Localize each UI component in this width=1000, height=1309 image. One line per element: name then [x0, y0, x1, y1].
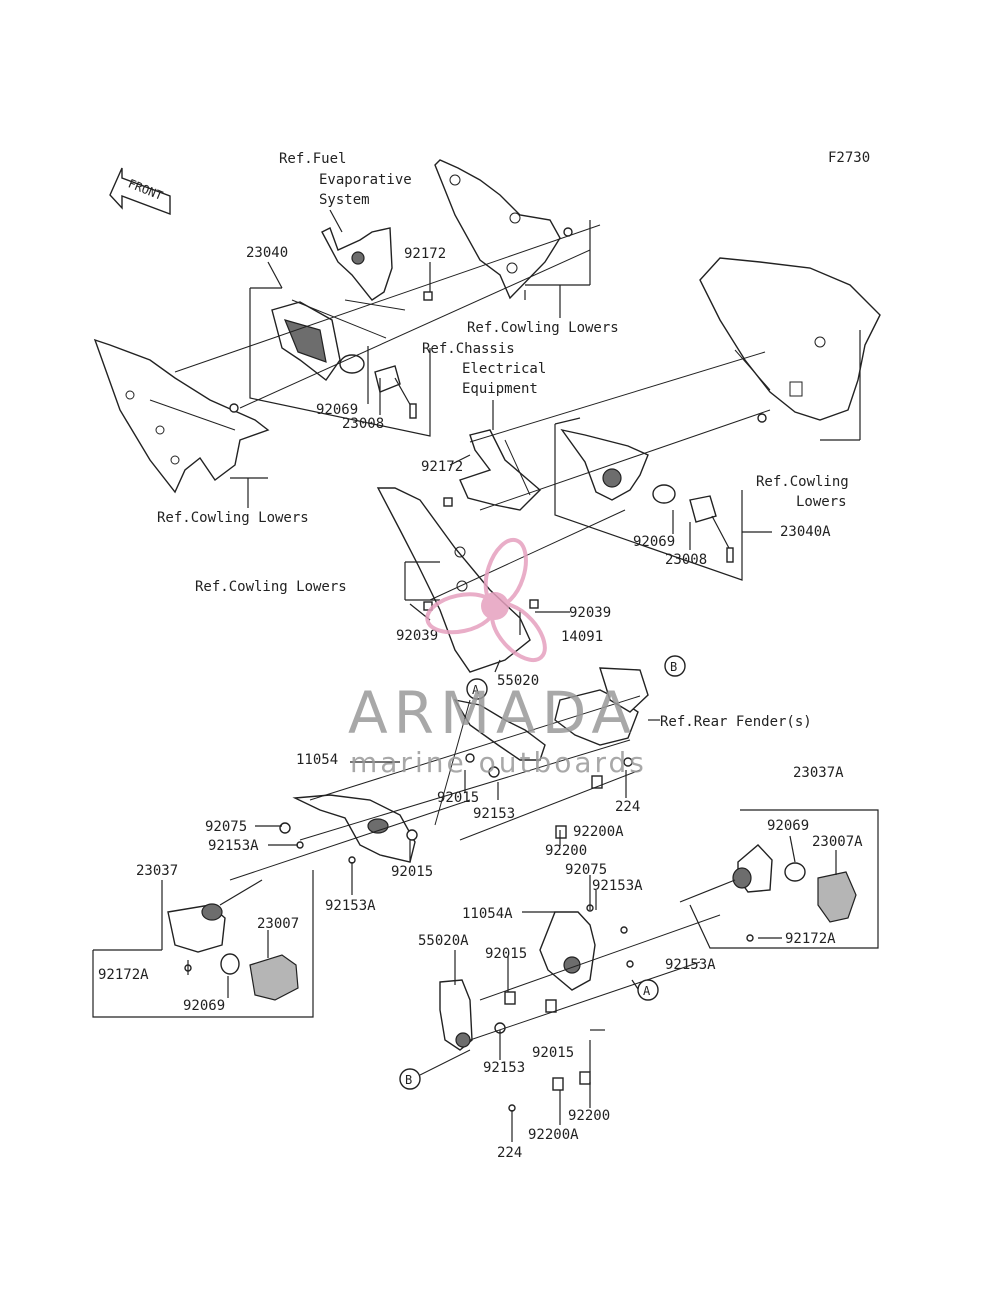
right-cowling-panel — [699, 257, 881, 421]
ref-chassis-label-1: Ref.Chassis — [422, 341, 515, 357]
part-92153-a: 92153 — [473, 806, 515, 822]
callout-A-bottom: A — [637, 979, 659, 1001]
part-92069-a: 92069 — [316, 402, 358, 418]
ref-chassis-label-2: Electrical — [462, 361, 546, 377]
upper-cowling-panel — [434, 159, 561, 300]
turn-signal-23037A — [679, 844, 857, 923]
part-92015-b: 92015 — [391, 864, 433, 880]
fuel-bracket — [321, 227, 393, 301]
ref-chassis-label-3: Equipment — [462, 381, 538, 397]
ref-cowling-right-label-1: Ref.Cowling — [756, 474, 849, 490]
watermark-tagline: marine outboards — [350, 746, 647, 779]
part-92015-a: 92015 — [437, 790, 479, 806]
watermark-brand: ARMADA — [348, 679, 637, 747]
part-92069-c: 92069 — [767, 818, 809, 834]
part-92075-b: 92075 — [565, 862, 607, 878]
left-cowling-panel — [93, 338, 270, 494]
part-92172A-left: 92172A — [98, 967, 149, 983]
part-92153A-c: 92153A — [592, 878, 643, 894]
figure-code: F2730 — [828, 150, 870, 166]
part-92075-a: 92075 — [205, 819, 247, 835]
part-92153A-a: 92153A — [208, 838, 259, 854]
part-92172A-right: 92172A — [785, 931, 836, 947]
ref-cowling-mid-label: Ref.Cowling Lowers — [195, 579, 347, 595]
part-224-a: 224 — [615, 799, 640, 815]
part-92200-a: 92200 — [545, 843, 587, 859]
ref-cowling-left-label: Ref.Cowling Lowers — [157, 510, 309, 526]
callout-A-top: A — [466, 678, 488, 700]
bracket-11054A — [539, 911, 596, 991]
turn-signal-23040 — [271, 301, 417, 419]
part-55020A: 55020A — [418, 933, 469, 949]
front-arrow-icon: FRONT — [109, 167, 171, 216]
ref-fuel-label-1: Ref.Fuel — [279, 151, 346, 167]
small-hardware — [184, 227, 767, 1112]
ref-cowling-right-label-2: Lowers — [796, 494, 847, 510]
part-23007A: 23007A — [812, 834, 863, 850]
svg-text:B: B — [405, 1073, 412, 1087]
part-92172-top: 92172 — [404, 246, 446, 262]
callout-B-top: B — [664, 655, 686, 677]
part-23037A: 23037A — [793, 765, 844, 781]
part-11054A: 11054A — [462, 906, 513, 922]
svg-text:A: A — [643, 984, 651, 998]
turn-signal-23037 — [167, 879, 299, 1001]
part-92069-b: 92069 — [633, 534, 675, 550]
part-92153-b: 92153 — [483, 1060, 525, 1076]
part-224-b: 224 — [497, 1145, 522, 1161]
part-92200-b: 92200 — [568, 1108, 610, 1124]
chassis-bracket — [459, 429, 542, 511]
part-92069-d: 92069 — [183, 998, 225, 1014]
svg-text:A: A — [472, 683, 480, 697]
part-23008-b: 23008 — [665, 552, 707, 568]
part-92200A-b: 92200A — [528, 1127, 579, 1143]
part-92039-left: 92039 — [396, 628, 438, 644]
part-92015-c: 92015 — [485, 946, 527, 962]
part-14091: 14091 — [561, 629, 603, 645]
part-23008-a: 23008 — [342, 416, 384, 432]
bracket-55020A — [439, 979, 473, 1051]
part-23040: 23040 — [246, 245, 288, 261]
part-92172-mid: 92172 — [421, 459, 463, 475]
armada-watermark: ARMADA marine outboards — [348, 537, 647, 779]
part-92153A-d: 92153A — [665, 957, 716, 973]
part-23007: 23007 — [257, 916, 299, 932]
propeller-logo-icon — [425, 537, 547, 663]
leader-lines — [93, 209, 861, 1142]
part-92039-right: 92039 — [569, 605, 611, 621]
rear-bracket-55020 — [453, 667, 649, 761]
ref-fuel-label-2: Evaporative — [319, 172, 412, 188]
part-23040A: 23040A — [780, 524, 831, 540]
ref-rear-fender-label: Ref.Rear Fender(s) — [660, 714, 812, 730]
part-55020: 55020 — [497, 673, 539, 689]
turn-signal-23040A — [560, 428, 734, 563]
part-92153A-b: 92153A — [325, 898, 376, 914]
part-11054: 11054 — [296, 752, 338, 768]
callout-B-bottom: B — [399, 1068, 421, 1090]
part-92015-d: 92015 — [532, 1045, 574, 1061]
ref-cowling-top-label: Ref.Cowling Lowers — [467, 320, 619, 336]
svg-text:B: B — [670, 660, 677, 674]
ref-fuel-label-3: System — [319, 192, 370, 208]
part-23037: 23037 — [136, 863, 178, 879]
part-92200A-a: 92200A — [573, 824, 624, 840]
